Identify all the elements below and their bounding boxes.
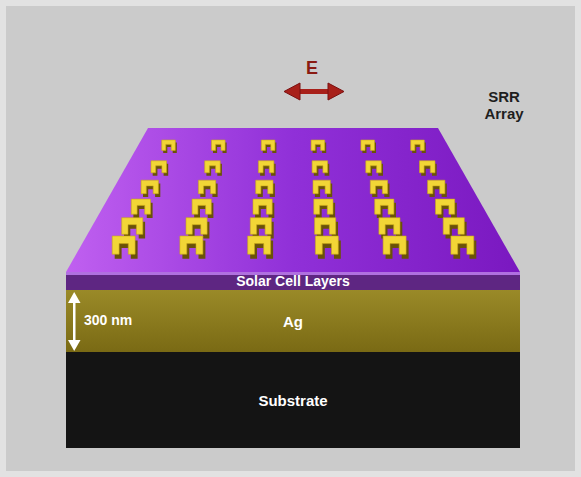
top-surface <box>66 128 520 272</box>
srr-ring <box>131 199 150 214</box>
srr-ring <box>420 161 436 173</box>
solar-layer-face <box>66 272 520 290</box>
srr-ring <box>186 218 207 235</box>
field-label: E <box>306 58 318 79</box>
srr-ring <box>361 140 375 150</box>
layer-band: Solar Cell Layers <box>66 272 520 290</box>
srr-ring <box>428 180 445 194</box>
srr-ring <box>313 180 330 194</box>
srr-ring <box>379 218 400 235</box>
srr-ring <box>261 140 275 150</box>
srr-ring <box>180 236 203 254</box>
srr-ring <box>253 199 272 214</box>
srr-ring <box>315 218 336 235</box>
thickness-arrow <box>68 292 81 351</box>
srr-ring <box>248 236 271 254</box>
srr-ring <box>212 140 226 150</box>
layer-label: Ag <box>283 313 303 330</box>
silver-face <box>66 290 520 352</box>
srr-ring <box>205 161 221 173</box>
srr-ring <box>383 236 406 254</box>
substrate-face <box>66 352 520 448</box>
srr-ring <box>443 218 464 235</box>
array-label: SRR Array <box>478 88 530 123</box>
srr-ring <box>411 140 425 150</box>
srr-ring <box>151 161 167 173</box>
srr-ring <box>312 161 328 173</box>
srr-ring <box>198 180 215 194</box>
srr-ring <box>314 199 333 214</box>
srr-ring <box>112 236 135 254</box>
srr-ring <box>250 218 271 235</box>
srr-ring <box>375 199 394 214</box>
srr-ring <box>256 180 273 194</box>
srr-ring <box>315 236 338 254</box>
srr-ring <box>258 161 274 173</box>
srr-ring <box>451 236 474 254</box>
srr-ring <box>436 199 455 214</box>
field-arrow <box>284 83 344 100</box>
srr-array <box>112 140 476 259</box>
layer-band: Substrate <box>66 352 520 448</box>
layer-band: Ag <box>66 290 520 352</box>
srr-ring <box>141 180 158 194</box>
srr-ring <box>192 199 211 214</box>
background-panel <box>6 6 575 471</box>
srr-ring <box>122 218 143 235</box>
srr-ring <box>311 140 325 150</box>
layer-label: Substrate <box>258 392 327 409</box>
srr-ring <box>162 140 176 150</box>
dimension-label: 300 nm <box>84 312 132 328</box>
layer-label: Solar Cell Layers <box>236 273 350 289</box>
srr-ring <box>366 161 382 173</box>
srr-ring <box>370 180 387 194</box>
